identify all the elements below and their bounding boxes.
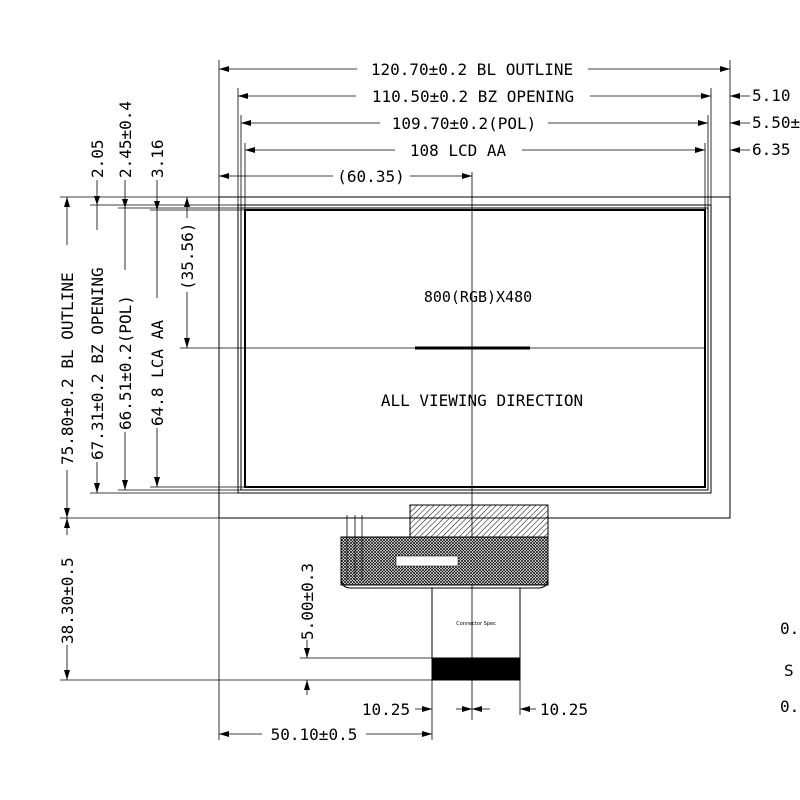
top-dimensions: 120.70±0.2 BL OUTLINE 110.50±0.2 BZ OPEN… bbox=[218, 60, 731, 210]
left-dimensions: 2.05 2.45±0.4 3.16 75.80±0.2 BL OUTLINE … bbox=[58, 101, 432, 695]
connector-label-block bbox=[395, 555, 459, 567]
partial-text-3: 0. bbox=[780, 697, 799, 716]
bottom-dimensions: 10.25 10.25 50.10±0.5 bbox=[218, 518, 588, 744]
module-outline-group bbox=[218, 196, 731, 519]
dim-fpc-offset: 5.00±0.3 bbox=[298, 563, 317, 640]
partial-text-2: S bbox=[784, 661, 794, 680]
dim-v-245: 2.45±0.4 bbox=[116, 101, 135, 178]
dim-fpc-offset-x: 50.10±0.5 bbox=[271, 725, 358, 744]
dim-center-y: (35.56) bbox=[178, 223, 197, 290]
dim-right-550: 5.50± bbox=[752, 113, 800, 132]
dim-gap-left: 10.25 bbox=[362, 700, 410, 719]
top-right-dimensions: 5.10 5.50± 6.35 bbox=[730, 86, 800, 159]
dim-center-x: (60.35) bbox=[337, 167, 404, 186]
bezel-opening bbox=[237, 204, 712, 494]
dim-gap-right: 10.25 bbox=[540, 700, 588, 719]
backlight-outline bbox=[218, 196, 731, 519]
viewing-direction-label: ALL VIEWING DIRECTION bbox=[381, 391, 583, 410]
dim-right-510: 5.10 bbox=[752, 86, 791, 105]
resolution-label: 800(RGB)X480 bbox=[424, 288, 532, 306]
dim-lcd-aa-width: 108 LCD AA bbox=[410, 141, 507, 160]
dim-bz-opening-width: 110.50±0.2 BZ OPENING bbox=[372, 87, 574, 106]
dim-bl-outline-height: 75.80±0.2 BL OUTLINE bbox=[58, 272, 77, 465]
dim-bz-opening-height: 67.31±0.2 BZ OPENING bbox=[88, 267, 107, 460]
fpc-contacts bbox=[432, 658, 520, 680]
dim-right-635: 6.35 bbox=[752, 140, 791, 159]
lcd-active-area bbox=[244, 209, 706, 488]
connector-label: Connector Spec bbox=[456, 621, 496, 627]
dim-v-205: 2.05 bbox=[88, 139, 107, 178]
stiffener-hatched bbox=[409, 504, 549, 538]
right-edge-partial: 0. S 0. bbox=[780, 619, 799, 716]
dim-pol-width: 109.70±0.2(POL) bbox=[392, 114, 537, 133]
partial-text-1: 0. bbox=[780, 619, 799, 638]
dim-lca-aa-height: 64.8 LCA AA bbox=[148, 320, 167, 426]
polarizer-outline bbox=[240, 207, 709, 491]
fpc-tail: Connector Spec bbox=[340, 504, 549, 681]
dim-v-316: 3.16 bbox=[148, 139, 167, 178]
dim-fpc-height: 38.30±0.5 bbox=[58, 557, 77, 644]
dim-pol-height: 66.51±0.2(POL) bbox=[116, 295, 135, 430]
dim-bl-outline-width: 120.70±0.2 BL OUTLINE bbox=[371, 60, 573, 79]
